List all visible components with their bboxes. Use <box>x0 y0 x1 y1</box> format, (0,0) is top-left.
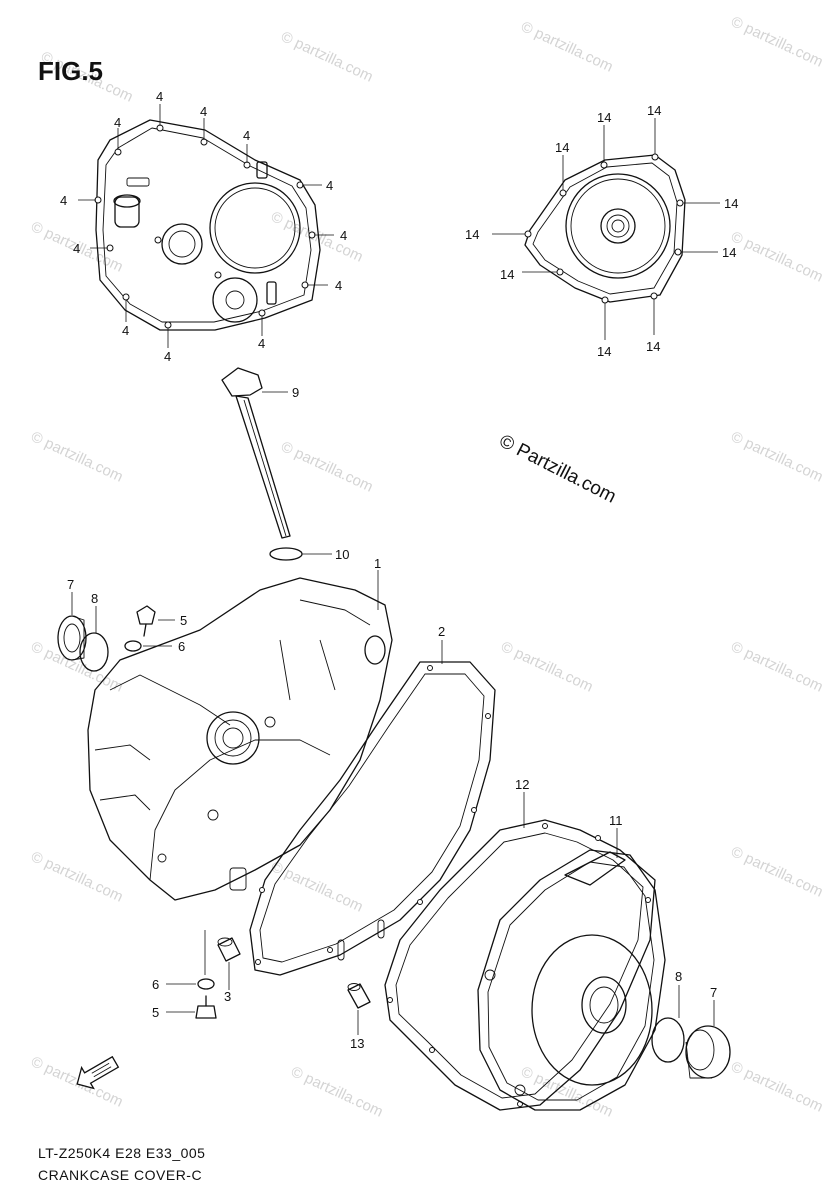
oil-dipstick <box>221 367 291 539</box>
watermark-layer: © partzilla.com © partzilla.com © partzi… <box>28 13 825 1120</box>
callout-5: 5 <box>180 613 187 628</box>
callout-4: 4 <box>335 278 342 293</box>
bolt-lower <box>195 995 217 1019</box>
callout-7: 7 <box>67 577 74 592</box>
oil-seal-left <box>57 615 87 661</box>
center-watermark: © Partzilla.com <box>496 431 620 508</box>
callout-4: 4 <box>60 193 67 208</box>
callout-4: 4 <box>243 128 250 143</box>
callout-8: 8 <box>91 591 98 606</box>
figure-title: FIG.5 <box>38 56 103 86</box>
watermark: © partzilla.com <box>518 18 615 75</box>
diagram-caption: CRANKCASE COVER-C <box>38 1167 202 1183</box>
callout-7: 7 <box>710 985 717 1000</box>
washer-lower <box>197 978 215 990</box>
callout-4: 4 <box>156 89 163 104</box>
watermark: © partzilla.com <box>728 843 825 900</box>
bolt-upper <box>136 605 156 637</box>
callout-4: 4 <box>73 241 80 256</box>
callout-6: 6 <box>152 977 159 992</box>
callout-14: 14 <box>465 227 479 242</box>
callout-14: 14 <box>597 344 611 359</box>
callout-14: 14 <box>647 103 661 118</box>
front-direction-arrow-icon <box>76 1055 120 1090</box>
watermark: © partzilla.com <box>278 28 375 85</box>
dowel-pin-3 <box>217 937 241 962</box>
watermark: © partzilla.com <box>728 228 825 285</box>
watermark: © partzilla.com <box>728 13 825 70</box>
callout-11: 11 <box>609 813 623 828</box>
watermark: © partzilla.com <box>728 638 825 695</box>
callout-4: 4 <box>326 178 333 193</box>
callout-14: 14 <box>722 245 736 260</box>
callout-14: 14 <box>646 339 660 354</box>
watermark: © partzilla.com <box>518 1063 615 1120</box>
watermark: © partzilla.com <box>498 638 595 695</box>
o-ring-right <box>651 1017 685 1063</box>
callout-6: 6 <box>178 639 185 654</box>
crankcase-cover <box>87 577 393 901</box>
watermark: © partzilla.com <box>278 438 375 495</box>
top-left-cover-view <box>78 104 334 348</box>
callout-4: 4 <box>258 336 265 351</box>
dowel-pin-13 <box>347 983 371 1009</box>
callout-14: 14 <box>555 140 569 155</box>
callout-4: 4 <box>122 323 129 338</box>
callout-14: 14 <box>500 267 514 282</box>
watermark: © partzilla.com <box>728 1058 825 1115</box>
o-ring-left <box>79 632 109 672</box>
callout-5: 5 <box>152 1005 159 1020</box>
watermark: © partzilla.com <box>28 428 125 485</box>
callout-4: 4 <box>164 349 171 364</box>
watermark: © partzilla.com <box>288 1063 385 1120</box>
watermark: © partzilla.com <box>728 428 825 485</box>
washer-upper <box>124 640 142 652</box>
diagram-code: LT-Z250K4 E28 E33_005 <box>38 1145 205 1161</box>
gasket <box>249 661 496 976</box>
callout-1: 1 <box>374 556 381 571</box>
outer-cover-11 <box>477 849 666 1111</box>
oil-seal-right <box>685 1025 731 1079</box>
callout-8: 8 <box>675 969 682 984</box>
gasket-12 <box>384 819 656 1111</box>
callout-13: 13 <box>350 1036 364 1051</box>
callout-14: 14 <box>724 196 738 211</box>
callouts-part-4: 4 4 4 4 4 4 4 4 4 4 4 4 <box>60 89 347 364</box>
watermark: © partzilla.com <box>28 848 125 905</box>
callout-14: 14 <box>597 110 611 125</box>
watermark: © partzilla.com <box>268 858 365 915</box>
o-ring <box>269 547 303 561</box>
callouts-part-14: 14 14 14 14 14 14 14 14 14 <box>465 103 738 359</box>
callout-10: 10 <box>335 547 349 562</box>
top-right-cover-view <box>492 118 720 340</box>
callout-2: 2 <box>438 624 445 639</box>
callout-9: 9 <box>292 385 299 400</box>
callout-4: 4 <box>340 228 347 243</box>
watermark: © partzilla.com <box>28 638 125 695</box>
callout-12: 12 <box>515 777 529 792</box>
callout-4: 4 <box>114 115 121 130</box>
callout-4: 4 <box>200 104 207 119</box>
callout-3: 3 <box>224 989 231 1004</box>
